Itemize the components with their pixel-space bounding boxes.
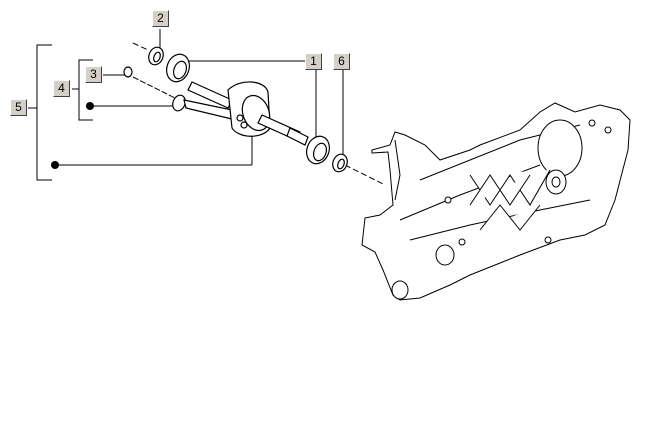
callout-1[interactable]: 1: [305, 53, 322, 70]
bracket-5: [36, 44, 52, 181]
callout-3[interactable]: 3: [85, 66, 102, 83]
callout-5[interactable]: 5: [10, 99, 27, 116]
bracket-4: [78, 59, 93, 121]
callout-4[interactable]: 4: [53, 80, 70, 97]
callout-6[interactable]: 6: [333, 53, 350, 70]
callout-2[interactable]: 2: [152, 10, 169, 27]
